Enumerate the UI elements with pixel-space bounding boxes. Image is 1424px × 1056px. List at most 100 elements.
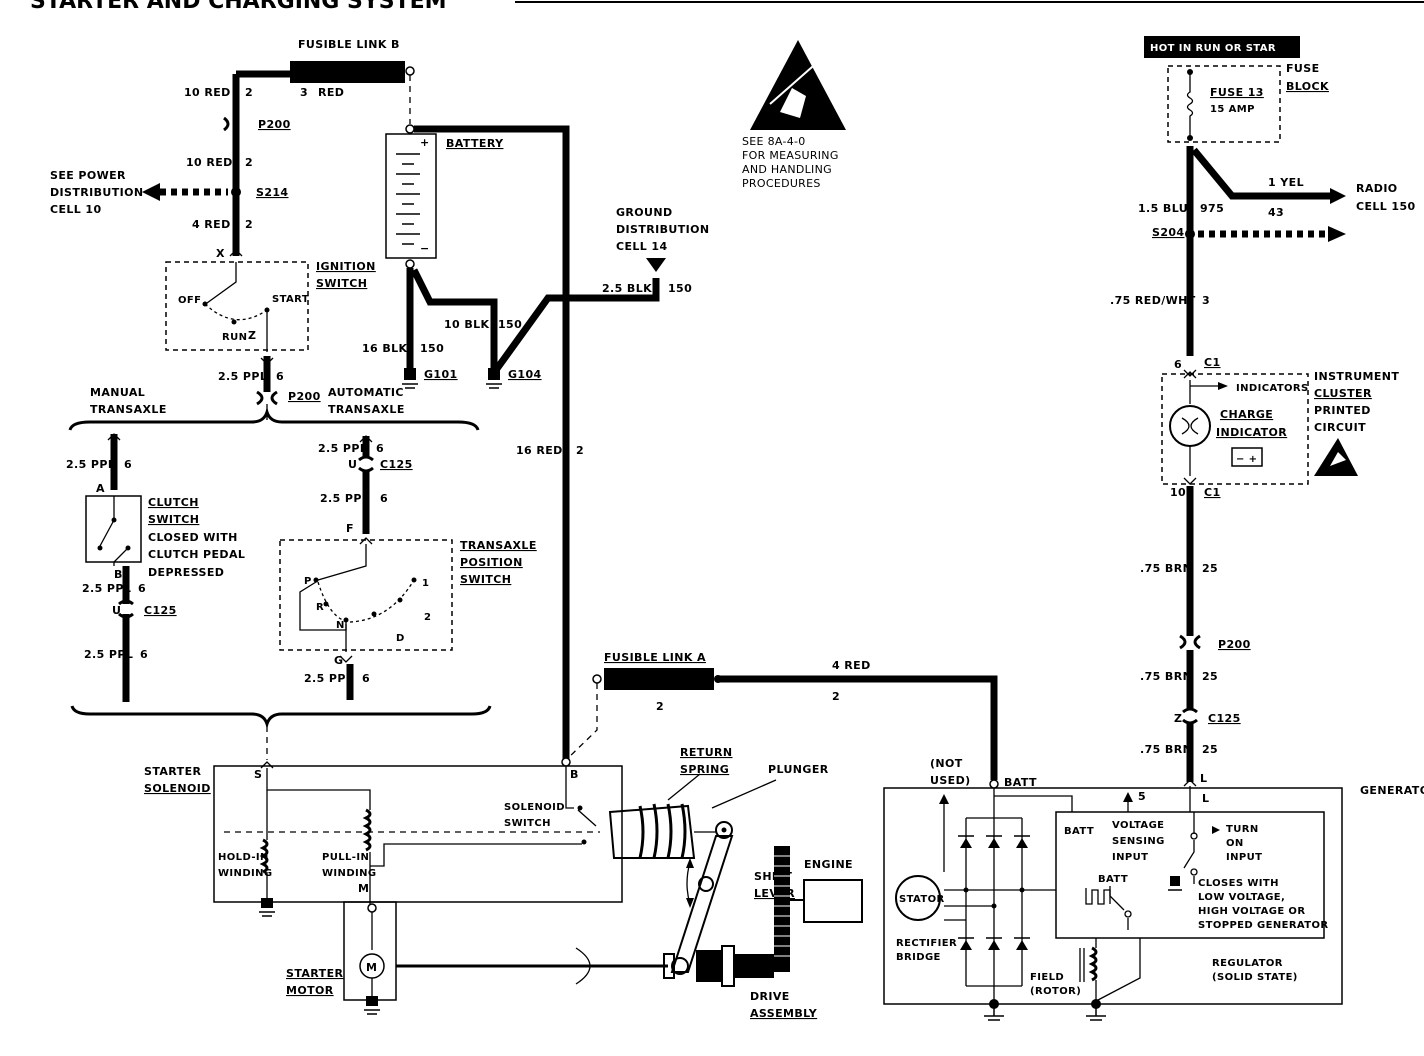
- svg-text:2: 2: [245, 156, 253, 169]
- svg-text:.75 BRN: .75 BRN: [1140, 670, 1192, 683]
- svg-text:2.5 PPL: 2.5 PPL: [82, 582, 131, 595]
- svg-text:2: 2: [424, 612, 431, 623]
- svg-text:(ROTOR): (ROTOR): [1030, 986, 1081, 997]
- svg-text:U: U: [348, 458, 357, 471]
- svg-text:2: 2: [832, 690, 840, 703]
- svg-text:D: D: [396, 633, 405, 644]
- svg-text:16 RED: 16 RED: [516, 444, 563, 457]
- svg-text:.75 RED/WHT: .75 RED/WHT: [1110, 294, 1196, 307]
- svg-text:2.5 BLK: 2.5 BLK: [602, 282, 652, 295]
- svg-text:DISTRIBUTION: DISTRIBUTION: [50, 186, 143, 199]
- svg-text:DRIVE: DRIVE: [750, 990, 790, 1003]
- svg-text:S204: S204: [1152, 226, 1184, 239]
- svg-text:G101: G101: [424, 368, 458, 381]
- battery: + − BATTERY 16 RED 2: [385, 124, 584, 760]
- svg-text:4 RED: 4 RED: [192, 218, 231, 231]
- svg-text:FUSIBLE LINK A: FUSIBLE LINK A: [604, 651, 706, 664]
- manual-transaxle: MANUAL TRANSAXLE 2.5 PPL 6 A B CLUTCH SW…: [66, 386, 245, 702]
- pull-in-coil-icon: [362, 808, 372, 852]
- svg-text:10: 10: [1170, 486, 1186, 499]
- svg-text:C125: C125: [1208, 712, 1241, 725]
- svg-text:SWITCH: SWITCH: [148, 513, 199, 526]
- svg-text:BATT: BATT: [1004, 776, 1037, 789]
- svg-text:SWITCH: SWITCH: [504, 818, 551, 829]
- svg-text:10 BLK: 10 BLK: [444, 318, 490, 331]
- svg-text:GENERATO: GENERATO: [1360, 784, 1424, 797]
- svg-text:6: 6: [138, 582, 146, 595]
- svg-text:HIGH VOLTAGE OR: HIGH VOLTAGE OR: [1198, 906, 1305, 917]
- svg-text:G: G: [334, 654, 343, 667]
- svg-text:3: 3: [1202, 294, 1210, 307]
- svg-text:PROCEDURES: PROCEDURES: [742, 177, 821, 190]
- ground-regulator-icon: [1168, 876, 1182, 891]
- svg-text:2: 2: [656, 700, 664, 713]
- svg-text:STATOR: STATOR: [899, 894, 945, 905]
- svg-text:.75 BRN: .75 BRN: [1140, 562, 1192, 575]
- svg-text:1: 1: [422, 578, 429, 589]
- svg-text:INDICATORS: INDICATORS: [1236, 383, 1309, 394]
- svg-text:6: 6: [276, 370, 284, 383]
- svg-text:C125: C125: [380, 458, 413, 471]
- return-spring-icon: [638, 803, 687, 859]
- svg-text:1 YEL: 1 YEL: [1268, 176, 1304, 189]
- svg-text:RETURN: RETURN: [680, 746, 733, 759]
- stator-icon: [895, 875, 941, 921]
- svg-text:25: 25: [1202, 743, 1218, 756]
- ground-g104-icon: [486, 368, 502, 389]
- svg-text:START: START: [272, 294, 309, 305]
- svg-text:6: 6: [376, 442, 384, 455]
- svg-text:LOW VOLTAGE,: LOW VOLTAGE,: [1198, 892, 1285, 903]
- engine-flywheel: ENGINE: [774, 846, 863, 972]
- hot-banner: HOT IN RUN OR STAR: [1144, 36, 1300, 58]
- svg-text:BATT: BATT: [1098, 874, 1128, 885]
- left-feed-wires: 10 RED 2 P200 10 RED 2 S214 SEE POWER DI…: [50, 86, 290, 231]
- ground-generator-icon: [984, 1004, 1106, 1021]
- instrument-cluster: INDICATORS CHARGE INDICATOR − + INSTRUME…: [1161, 370, 1399, 485]
- fuse-icon: [1186, 72, 1194, 138]
- svg-text:6: 6: [124, 458, 132, 471]
- svg-text:G104: G104: [508, 368, 542, 381]
- svg-text:WINDING: WINDING: [322, 868, 377, 879]
- upper-brace: [68, 406, 480, 431]
- svg-text:6: 6: [1174, 358, 1182, 371]
- svg-text:10 RED: 10 RED: [184, 86, 231, 99]
- svg-text:150: 150: [668, 282, 692, 295]
- svg-text:.75 BRN: .75 BRN: [1140, 743, 1192, 756]
- svg-text:MANUAL: MANUAL: [90, 386, 145, 399]
- below-ignition: 2.5 PPL 6 P200: [218, 356, 320, 420]
- svg-text:AUTOMATIC: AUTOMATIC: [328, 386, 404, 399]
- svg-text:TRANSAXLE: TRANSAXLE: [90, 403, 167, 416]
- svg-text:2.5 PPL: 2.5 PPL: [320, 492, 369, 505]
- svg-text:ENGINE: ENGINE: [804, 858, 853, 871]
- svg-text:6: 6: [380, 492, 388, 505]
- svg-text:10 RED: 10 RED: [186, 156, 233, 169]
- svg-text:SWITCH: SWITCH: [460, 573, 511, 586]
- svg-text:SOLENOID: SOLENOID: [144, 782, 211, 795]
- svg-text:X: X: [216, 247, 225, 260]
- automatic-transaxle: AUTOMATIC TRANSAXLE 2.5 PPL 6 U C125 2.5…: [279, 386, 536, 700]
- svg-text:BRIDGE: BRIDGE: [896, 952, 941, 963]
- drive-assembly: DRIVE ASSEMBLY: [396, 945, 817, 1020]
- ground-triangle-icon: [646, 258, 666, 272]
- svg-text:RECTIFIER: RECTIFIER: [896, 938, 957, 949]
- svg-text:SEE 8A-4-0: SEE 8A-4-0: [742, 135, 806, 148]
- svg-text:SEE POWER: SEE POWER: [50, 169, 126, 182]
- generator: GENERATO (NOT USED) BATT 5 L STATOR RE: [883, 757, 1424, 1021]
- right-feed-top: 1 YEL 43 RADIO CELL 150 1.5 BLU 975 S204…: [1110, 146, 1415, 379]
- svg-text:4 RED: 4 RED: [832, 659, 871, 672]
- svg-text:2.5 PPL: 2.5 PPL: [84, 648, 133, 661]
- diagram-title: STARTER AND CHARGING SYSTEM: [30, 0, 447, 14]
- svg-text:INDICATOR: INDICATOR: [1216, 426, 1287, 439]
- charge-indicator-lamp-icon: [1169, 405, 1211, 447]
- svg-text:FIELD: FIELD: [1030, 972, 1064, 983]
- svg-text:2.5 PPL: 2.5 PPL: [218, 370, 267, 383]
- svg-text:U: U: [112, 604, 121, 617]
- svg-text:6: 6: [362, 672, 370, 685]
- svg-text:INSTRUMENT: INSTRUMENT: [1314, 370, 1399, 383]
- svg-text:2: 2: [576, 444, 584, 457]
- svg-text:25: 25: [1202, 670, 1218, 683]
- svg-text:USED): USED): [930, 774, 971, 787]
- svg-text:TURN: TURN: [1226, 824, 1259, 835]
- svg-text:S: S: [254, 768, 262, 781]
- svg-text:FUSE: FUSE: [1286, 62, 1319, 75]
